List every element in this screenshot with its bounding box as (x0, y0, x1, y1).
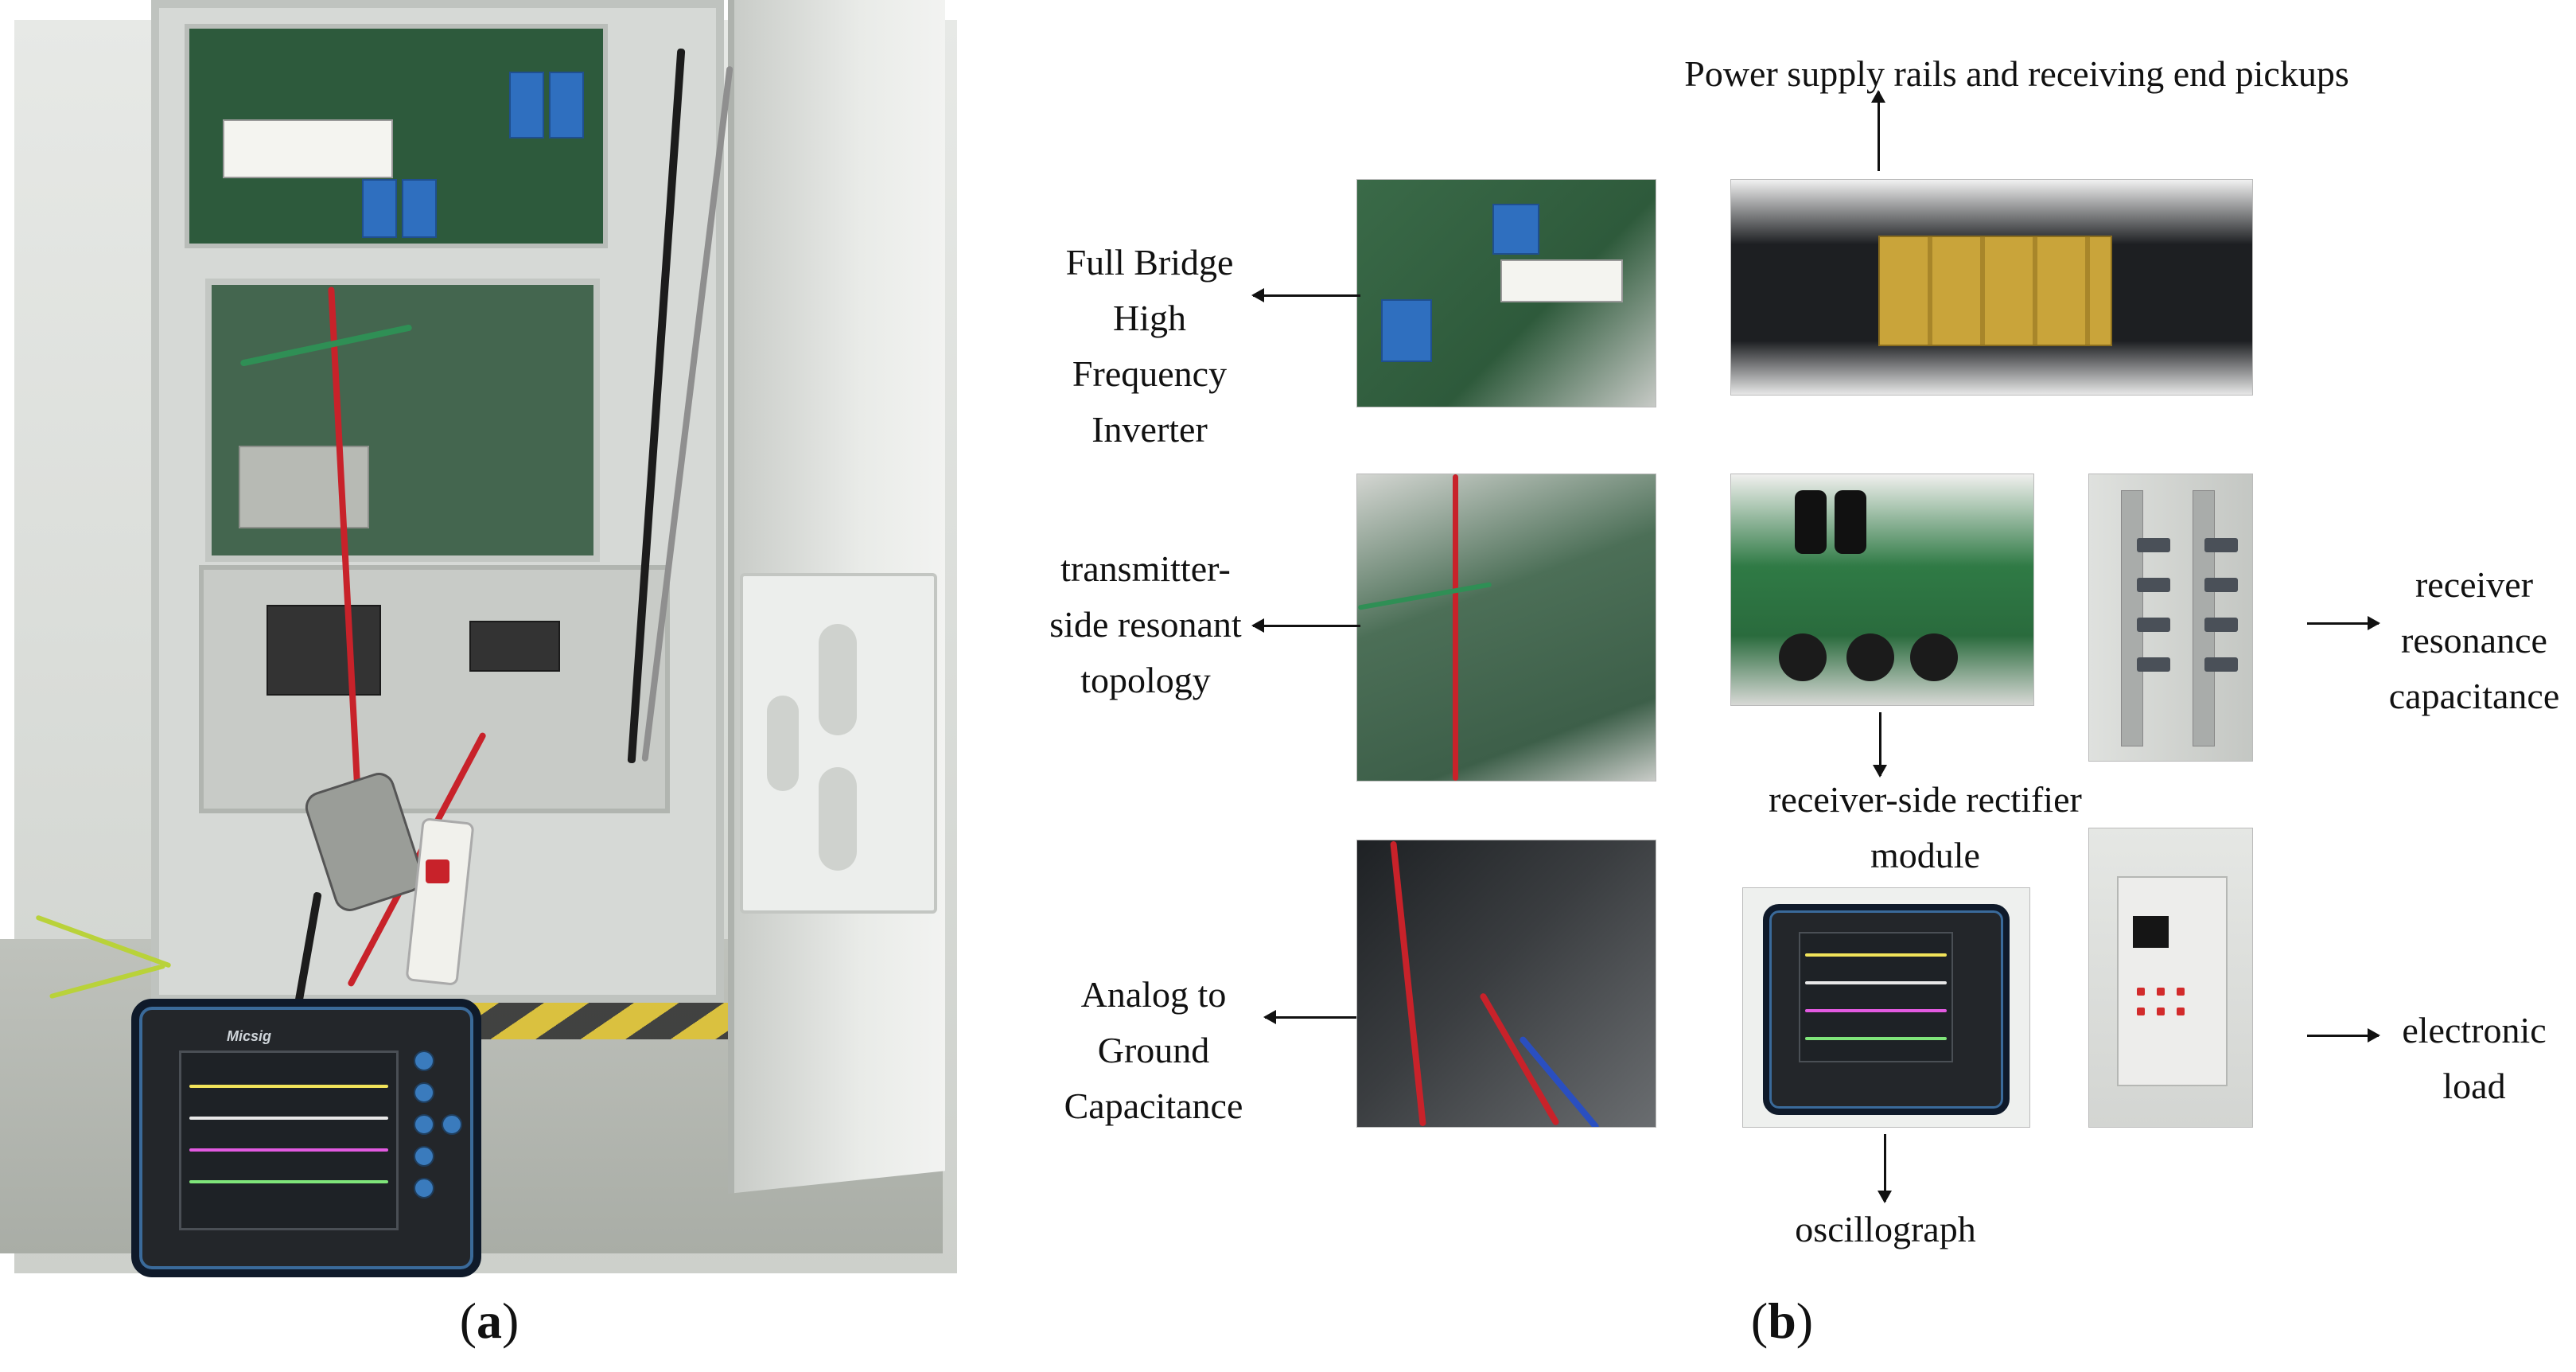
door-mounting-plate (740, 573, 937, 914)
arrow-to-receiver-capacitance-label (2307, 616, 2380, 630)
label-oscillograph: oscillograph (1795, 1209, 1976, 1249)
red-wire (1390, 840, 1426, 1127)
trace-yellow (1805, 953, 1947, 957)
oscilloscope-screen-small (1799, 932, 1953, 1062)
full-bridge-inverter-photo (1356, 179, 1656, 407)
electronic-load-unit (2117, 876, 2228, 1086)
scope-button (442, 1114, 462, 1135)
trace-yellow (189, 1085, 388, 1088)
capacitor-cell (2204, 578, 2238, 592)
load-indicator (2177, 1008, 2185, 1015)
label-transmitter-topology: transmitter- side resonant topology (1049, 548, 1242, 700)
capacitor-cell (2204, 657, 2238, 672)
arrow-to-oscillograph-label (1878, 1134, 1892, 1203)
scope-button (414, 1114, 434, 1135)
terminal-block (469, 621, 560, 672)
capacitor-cell (2137, 538, 2170, 552)
scope-button (414, 1082, 434, 1103)
arrow-to-topology-label (1251, 618, 1360, 633)
film-capacitor (1492, 204, 1539, 255)
red-wire (1479, 992, 1560, 1127)
arrow-to-inverter-label (1251, 288, 1360, 302)
film-capacitor (549, 72, 584, 138)
label-rectifier-module: receiver-side rectifier module (1769, 779, 2082, 875)
oscilloscope-screen (179, 1050, 399, 1230)
heatsink (239, 446, 369, 528)
scope-button (414, 1178, 434, 1199)
load-indicator (2157, 1008, 2165, 1015)
breaker (267, 605, 381, 696)
trace-green (1805, 1037, 1947, 1040)
scope-button (414, 1146, 434, 1167)
arrow-to-rectifier-label (1873, 712, 1887, 778)
film-capacitor (362, 179, 397, 238)
capacitor-cell (2137, 618, 2170, 632)
capacitor-cell (2204, 618, 2238, 632)
door-slot (767, 696, 799, 791)
trace-green (189, 1180, 388, 1183)
electrolytic-capacitor (1795, 490, 1827, 554)
inverter-board-label-sticker (223, 119, 393, 178)
capacitor-cell (2137, 578, 2170, 592)
trace-magenta (1805, 1009, 1947, 1012)
label-receiver-capacitance: receiver resonance capacitance (2388, 564, 2560, 716)
label-full-bridge-inverter: Full Bridge High Frequency Inverter (1065, 242, 1234, 450)
electrolytic-capacitor (1835, 490, 1866, 554)
trace-white (189, 1117, 388, 1120)
panel-label-a: (a) (459, 1292, 519, 1349)
film-capacitor (509, 72, 544, 138)
trace-white (1805, 981, 1947, 984)
panel-label-b: (b) (1750, 1292, 1814, 1349)
oscillograph-photo (1742, 887, 2030, 1128)
arrow-to-power-rails-label (1871, 90, 1885, 171)
load-display (2133, 916, 2169, 948)
green-wire (1357, 582, 1492, 610)
cooling-fan (1910, 633, 1958, 681)
receiving-end-pickup (1878, 236, 2112, 346)
door-slot (819, 624, 857, 735)
load-indicator (2157, 988, 2165, 996)
power-rails-pickup-photo (1730, 179, 2253, 396)
electronic-load-photo (2088, 828, 2253, 1128)
cooling-fan (1846, 633, 1894, 681)
load-indicator (2137, 988, 2145, 996)
analog-ground-capacitance-photo (1356, 840, 1656, 1128)
scope-button (414, 1050, 434, 1071)
probe-red-indicator (426, 859, 449, 883)
arrow-to-analog-ground-label (1263, 1010, 1356, 1024)
load-indicator (2177, 988, 2185, 996)
oscilloscope-brand: Micsig (227, 1028, 272, 1044)
board-label-sticker (1500, 259, 1623, 302)
film-capacitor (1381, 299, 1432, 362)
cooling-fan (1779, 633, 1827, 681)
label-analog-ground-capacitance: Analog to Ground Capacitance (1064, 974, 1243, 1126)
label-electronic-load: electronic load (2402, 1010, 2547, 1106)
receiver-rectifier-photo (1730, 474, 2034, 706)
capacitor-cell (2137, 657, 2170, 672)
capacitor-cell (2204, 538, 2238, 552)
trace-magenta (189, 1148, 388, 1152)
label-power-supply-rails: Power supply rails and receiving end pic… (1684, 53, 2349, 94)
load-indicator (2137, 1008, 2145, 1015)
transmitter-resonant-topology-photo (1356, 474, 1656, 781)
film-capacitor (402, 179, 437, 238)
arrow-to-electronic-load-label (2307, 1028, 2380, 1043)
receiver-resonance-capacitance-photo (2088, 474, 2253, 762)
red-wire (1453, 474, 1458, 781)
door-slot (819, 767, 857, 871)
